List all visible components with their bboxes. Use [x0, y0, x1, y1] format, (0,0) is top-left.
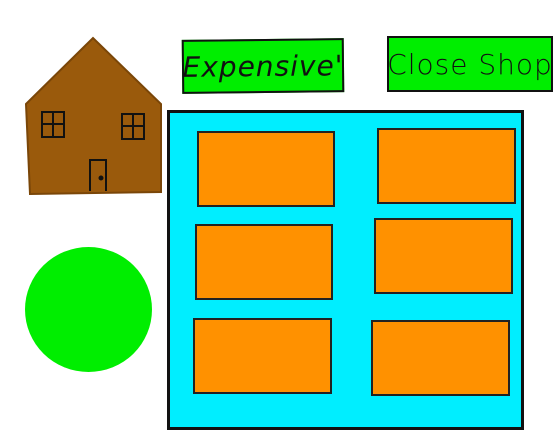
- shop-slot-5[interactable]: [193, 318, 332, 394]
- shop-slot-3[interactable]: [195, 224, 333, 300]
- shop-slot-6[interactable]: [371, 320, 510, 396]
- shop-panel: [167, 110, 524, 430]
- shop-slot-1[interactable]: [197, 131, 335, 207]
- house-body: [24, 36, 162, 196]
- expensive-button-label: Expensive': [182, 48, 344, 84]
- game-stage: Expensive' Close Shop: [24, 36, 553, 430]
- house-window-right: [121, 113, 145, 140]
- close-shop-button[interactable]: Close Shop: [387, 36, 553, 92]
- green-circle[interactable]: [25, 247, 152, 372]
- house-door: [89, 159, 107, 191]
- shop-slot-2[interactable]: [377, 128, 516, 204]
- close-shop-button-label: Close Shop: [387, 47, 553, 81]
- expensive-button[interactable]: Expensive': [181, 38, 345, 94]
- shop-slot-4[interactable]: [374, 218, 513, 294]
- house-icon[interactable]: [24, 36, 164, 198]
- house-window-left: [41, 111, 65, 138]
